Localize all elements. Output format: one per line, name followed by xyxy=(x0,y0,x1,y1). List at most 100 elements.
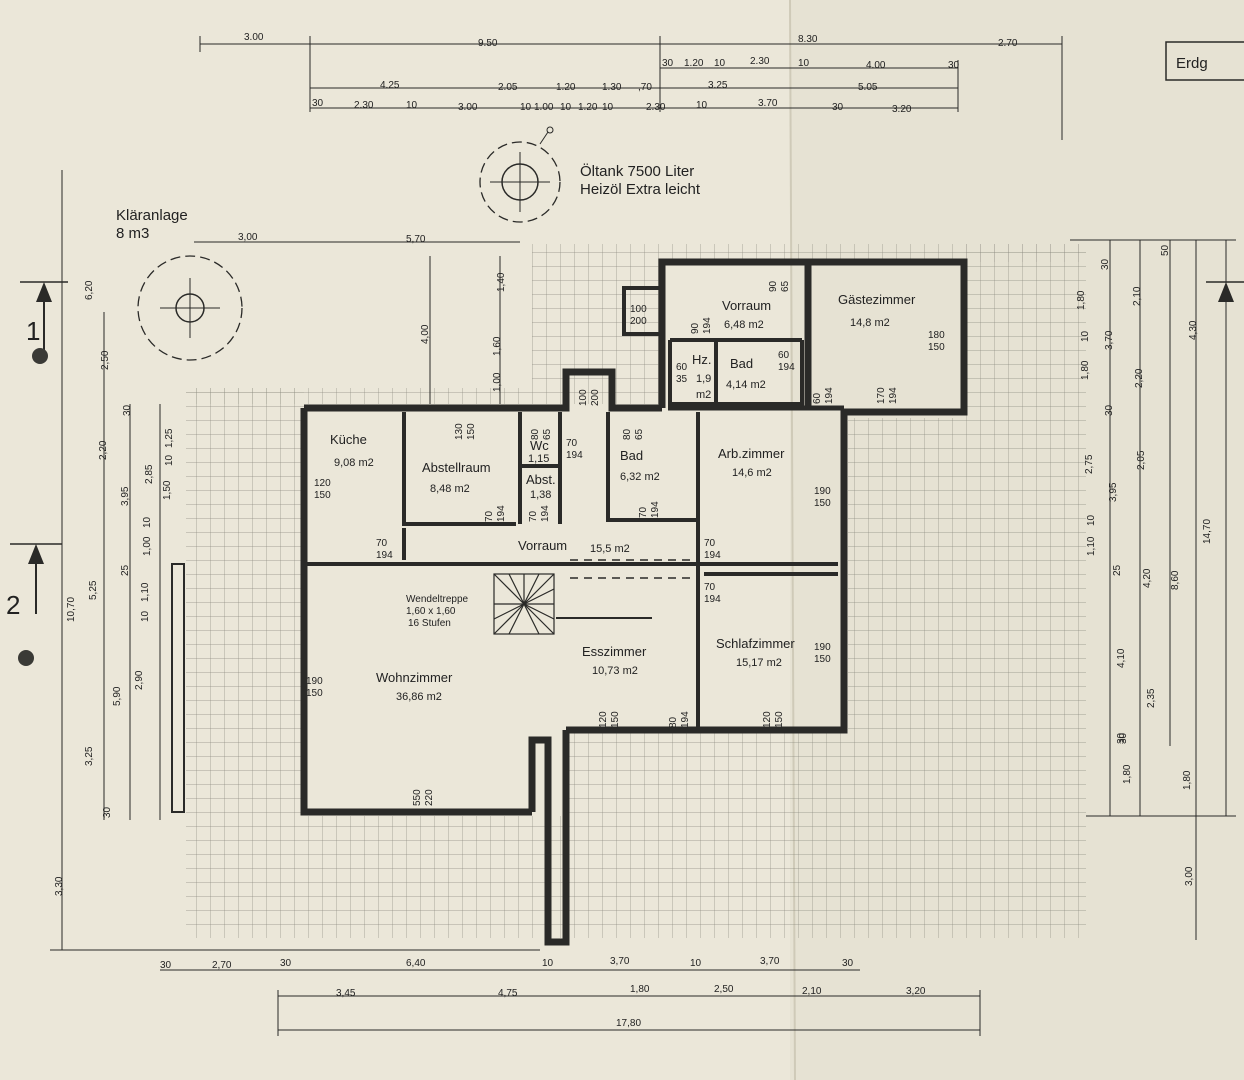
svg-text:65: 65 xyxy=(634,428,645,440)
svg-text:550: 550 xyxy=(412,789,423,806)
svg-text:5,25: 5,25 xyxy=(88,580,99,600)
room-arbzimmer-name: Arb.zimmer xyxy=(718,446,785,461)
svg-text:1.20: 1.20 xyxy=(556,82,576,93)
svg-text:170: 170 xyxy=(876,387,887,404)
svg-text:150: 150 xyxy=(466,423,477,440)
svg-text:4,00: 4,00 xyxy=(420,324,431,344)
svg-text:1.20: 1.20 xyxy=(684,58,704,69)
svg-text:8.30: 8.30 xyxy=(798,34,818,45)
svg-text:1,80: 1,80 xyxy=(1182,770,1193,790)
svg-text:70: 70 xyxy=(638,506,649,518)
svg-text:3,25: 3,25 xyxy=(84,746,95,766)
svg-text:2,35: 2,35 xyxy=(1146,688,1157,708)
room-abstellraum-name: Abstellraum xyxy=(422,460,491,475)
room-bad2-area: 4,14 m2 xyxy=(726,379,766,391)
septic-label-2: 8 m3 xyxy=(116,225,149,242)
svg-text:10: 10 xyxy=(690,958,702,969)
svg-text:2,20: 2,20 xyxy=(1134,368,1145,388)
svg-text:3,70: 3,70 xyxy=(760,956,780,967)
svg-text:3,30: 3,30 xyxy=(54,876,65,896)
svg-text:2.70: 2.70 xyxy=(998,38,1018,49)
svg-text:30: 30 xyxy=(280,958,292,969)
svg-text:25: 25 xyxy=(120,564,131,576)
svg-text:194: 194 xyxy=(540,505,551,522)
svg-text:3,95: 3,95 xyxy=(1108,482,1119,502)
svg-text:194: 194 xyxy=(566,450,583,461)
svg-text:14,70: 14,70 xyxy=(1202,519,1213,544)
svg-text:3,00: 3,00 xyxy=(1184,866,1195,886)
room-vorraum2-area: 6,48 m2 xyxy=(724,319,764,331)
oil-tank-label-2: Heizöl Extra leicht xyxy=(580,181,701,198)
svg-text:80: 80 xyxy=(530,428,541,440)
svg-text:190: 190 xyxy=(814,486,831,497)
svg-text:3,70: 3,70 xyxy=(610,956,630,967)
terrace-grid xyxy=(186,244,1086,938)
svg-text:65: 65 xyxy=(780,280,791,292)
room-arbzimmer-area: 14,6 m2 xyxy=(732,467,772,479)
room-esszimmer-area: 10,73 m2 xyxy=(592,665,638,677)
svg-text:5.05: 5.05 xyxy=(858,82,878,93)
room-abstellraum-area: 8,48 m2 xyxy=(430,483,470,495)
room-kueche-name: Küche xyxy=(330,432,367,447)
svg-text:30: 30 xyxy=(1118,732,1129,744)
svg-text:10: 10 xyxy=(798,58,810,69)
septic-label-1: Kläranlage xyxy=(116,207,188,224)
section-marker-1-right xyxy=(1206,281,1244,302)
binder-hole-bottom xyxy=(18,650,34,666)
svg-text:5,90: 5,90 xyxy=(112,686,123,706)
room-hz-name: Hz. xyxy=(692,352,712,367)
svg-text:1.00: 1.00 xyxy=(534,102,554,113)
room-hz-area-b: m2 xyxy=(696,389,711,401)
svg-text:10: 10 xyxy=(542,958,554,969)
svg-text:3,95: 3,95 xyxy=(120,486,131,506)
svg-text:194: 194 xyxy=(702,317,713,334)
room-wohnzimmer-area: 36,86 m2 xyxy=(396,691,442,703)
svg-text:4.00: 4.00 xyxy=(866,60,886,71)
svg-text:1,00: 1,00 xyxy=(492,372,503,392)
binder-hole-top xyxy=(32,348,48,364)
svg-text:70: 70 xyxy=(704,582,716,593)
svg-text:100: 100 xyxy=(578,389,589,406)
svg-text:10: 10 xyxy=(560,102,572,113)
svg-text:3.00: 3.00 xyxy=(244,32,264,43)
svg-text:220: 220 xyxy=(424,789,435,806)
svg-text:4,20: 4,20 xyxy=(1142,568,1153,588)
opening-dashed xyxy=(570,559,700,579)
svg-text:3.20: 3.20 xyxy=(892,104,912,115)
svg-text:3,20: 3,20 xyxy=(906,986,926,997)
room-wc-name: Wc xyxy=(530,438,549,453)
svg-text:150: 150 xyxy=(314,490,331,501)
dims-left: 6,20 10,70 3,30 2,50 2,20 3,95 5,25 3,25… xyxy=(54,272,507,896)
svg-text:30: 30 xyxy=(1100,258,1111,270)
svg-text:3.00: 3.00 xyxy=(458,102,478,113)
svg-text:10: 10 xyxy=(1086,514,1097,526)
svg-text:1,60: 1,60 xyxy=(492,336,503,356)
svg-text:2.30: 2.30 xyxy=(354,100,374,111)
svg-text:90: 90 xyxy=(768,280,779,292)
svg-text:10,70: 10,70 xyxy=(66,597,77,622)
svg-text:3.70: 3.70 xyxy=(758,98,778,109)
svg-text:1,10: 1,10 xyxy=(140,582,151,602)
svg-text:2,50: 2,50 xyxy=(714,984,734,995)
svg-text:1,10: 1,10 xyxy=(1086,536,1097,556)
room-abst-area: 1,38 xyxy=(530,489,551,501)
svg-text:30: 30 xyxy=(948,60,960,71)
svg-text:3,45: 3,45 xyxy=(336,988,356,999)
room-vorraum2-name: Vorraum xyxy=(722,298,771,313)
svg-text:10: 10 xyxy=(142,516,153,528)
svg-text:190: 190 xyxy=(814,642,831,653)
svg-text:1,25: 1,25 xyxy=(164,428,175,448)
svg-text:194: 194 xyxy=(704,550,721,561)
svg-text:1,80: 1,80 xyxy=(1076,290,1087,310)
stair-label-3: 16 Stufen xyxy=(408,618,451,629)
svg-text:65: 65 xyxy=(542,428,553,440)
room-schlafzimmer-area: 15,17 m2 xyxy=(736,657,782,669)
svg-text:2,50: 2,50 xyxy=(100,350,111,370)
svg-text:2,05: 2,05 xyxy=(1136,450,1147,470)
svg-text:2,20: 2,20 xyxy=(98,440,109,460)
svg-text:10: 10 xyxy=(714,58,726,69)
dims-bottom: 30 2,70 30 6,40 10 3,70 10 3,70 30 3,45 … xyxy=(160,956,926,1029)
svg-text:2.30: 2.30 xyxy=(750,56,770,67)
svg-text:190: 190 xyxy=(306,676,323,687)
